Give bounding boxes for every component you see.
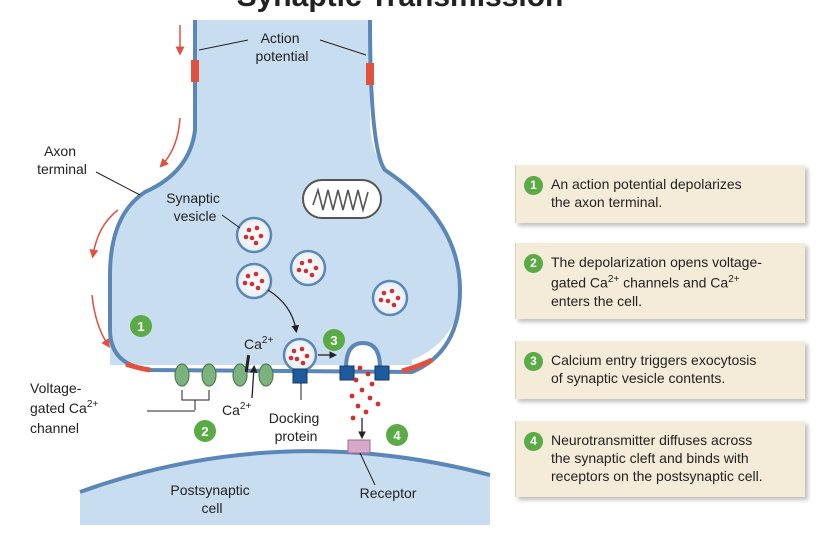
page-title: Synaptic Transmission xyxy=(190,0,610,14)
calcium-channel xyxy=(174,363,190,387)
label-docking-protein: Docking protein xyxy=(269,410,323,444)
docking-protein xyxy=(339,365,355,381)
step-badge-1: 1 xyxy=(130,315,152,337)
label-synaptic-vesicle: Synaptic vesicle xyxy=(166,190,224,224)
label-action-potential: Action potential xyxy=(256,30,309,64)
docking-protein xyxy=(292,368,308,384)
svg-text:2: 2 xyxy=(201,424,208,439)
mitochondrion xyxy=(302,179,382,219)
action-potential-arrows xyxy=(89,25,185,349)
label-calcium-lower: Ca2+ xyxy=(222,401,251,418)
docking-protein xyxy=(374,365,390,381)
step-number: 4 xyxy=(524,432,543,451)
neurotransmitter xyxy=(349,365,381,421)
step-badge-2: 2 xyxy=(194,420,216,442)
calcium-entry-arrow xyxy=(249,364,258,399)
svg-text:3: 3 xyxy=(330,333,337,348)
label-axon-terminal: Axon terminal xyxy=(37,143,87,177)
synaptic-vesicle xyxy=(289,249,327,287)
step-number: 1 xyxy=(524,176,543,195)
receptor xyxy=(347,439,371,454)
channel-gate xyxy=(244,354,251,373)
action-potential-segment-left xyxy=(191,60,199,82)
depolarized-segment-right xyxy=(401,357,434,374)
calcium-channel xyxy=(201,363,217,387)
synaptic-vesicle xyxy=(371,279,409,317)
docked-vesicle xyxy=(282,337,318,373)
synaptic-vesicle xyxy=(235,216,273,254)
step-box-2: 2 The depolarization opens voltage-gated… xyxy=(515,243,805,319)
step-number: 2 xyxy=(524,254,543,273)
exocytosis-pore xyxy=(318,340,382,369)
label-calcium-upper: Ca2+ xyxy=(244,335,273,352)
vesicle-movement-arrow xyxy=(267,289,300,334)
depolarized-segment-left xyxy=(125,361,151,373)
svg-text:1: 1 xyxy=(137,319,144,334)
step-number: 3 xyxy=(524,352,543,371)
label-postsynaptic-cell: Postsynaptic cell xyxy=(170,482,253,516)
action-potential-segment-right xyxy=(366,63,374,85)
calcium-channel xyxy=(258,363,274,387)
leader-lines xyxy=(95,39,376,486)
synaptic-vesicle xyxy=(235,262,273,300)
svg-text:4: 4 xyxy=(393,428,401,443)
calcium-channel xyxy=(232,363,248,387)
step-text: The depolarization opens voltage-gated C… xyxy=(551,254,762,309)
label-receptor: Receptor xyxy=(360,485,417,501)
postsynaptic-cell xyxy=(79,449,491,525)
step-badge-4: 4 xyxy=(386,424,408,446)
axon-terminal xyxy=(108,19,463,375)
label-voltage-gated-channel: Voltage- gated Ca2+ channel xyxy=(30,380,102,436)
step-badge-3: 3 xyxy=(323,329,345,351)
